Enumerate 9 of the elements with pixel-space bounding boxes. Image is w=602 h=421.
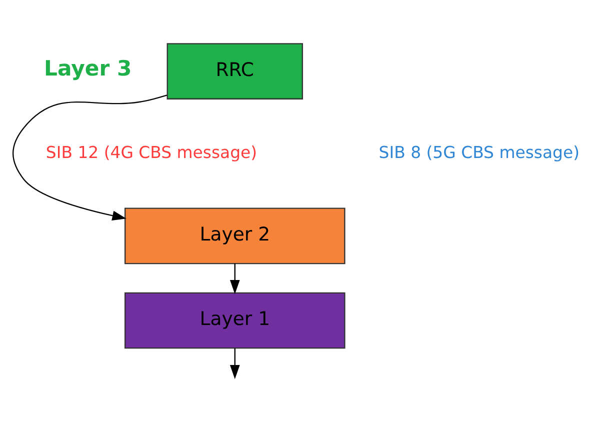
node-box: Layer 1: [124, 292, 346, 348]
arrow: [230, 263, 240, 294]
label: SIB 8 (5G CBS message): [378, 142, 580, 162]
node-label: Layer 3: [44, 54, 132, 80]
arrow: [230, 348, 240, 379]
label: SIB 12 (4G CBS message): [46, 142, 258, 162]
node-box: RRC: [166, 42, 303, 99]
node-box: Layer 2: [124, 207, 346, 264]
arrow: [12, 94, 168, 220]
